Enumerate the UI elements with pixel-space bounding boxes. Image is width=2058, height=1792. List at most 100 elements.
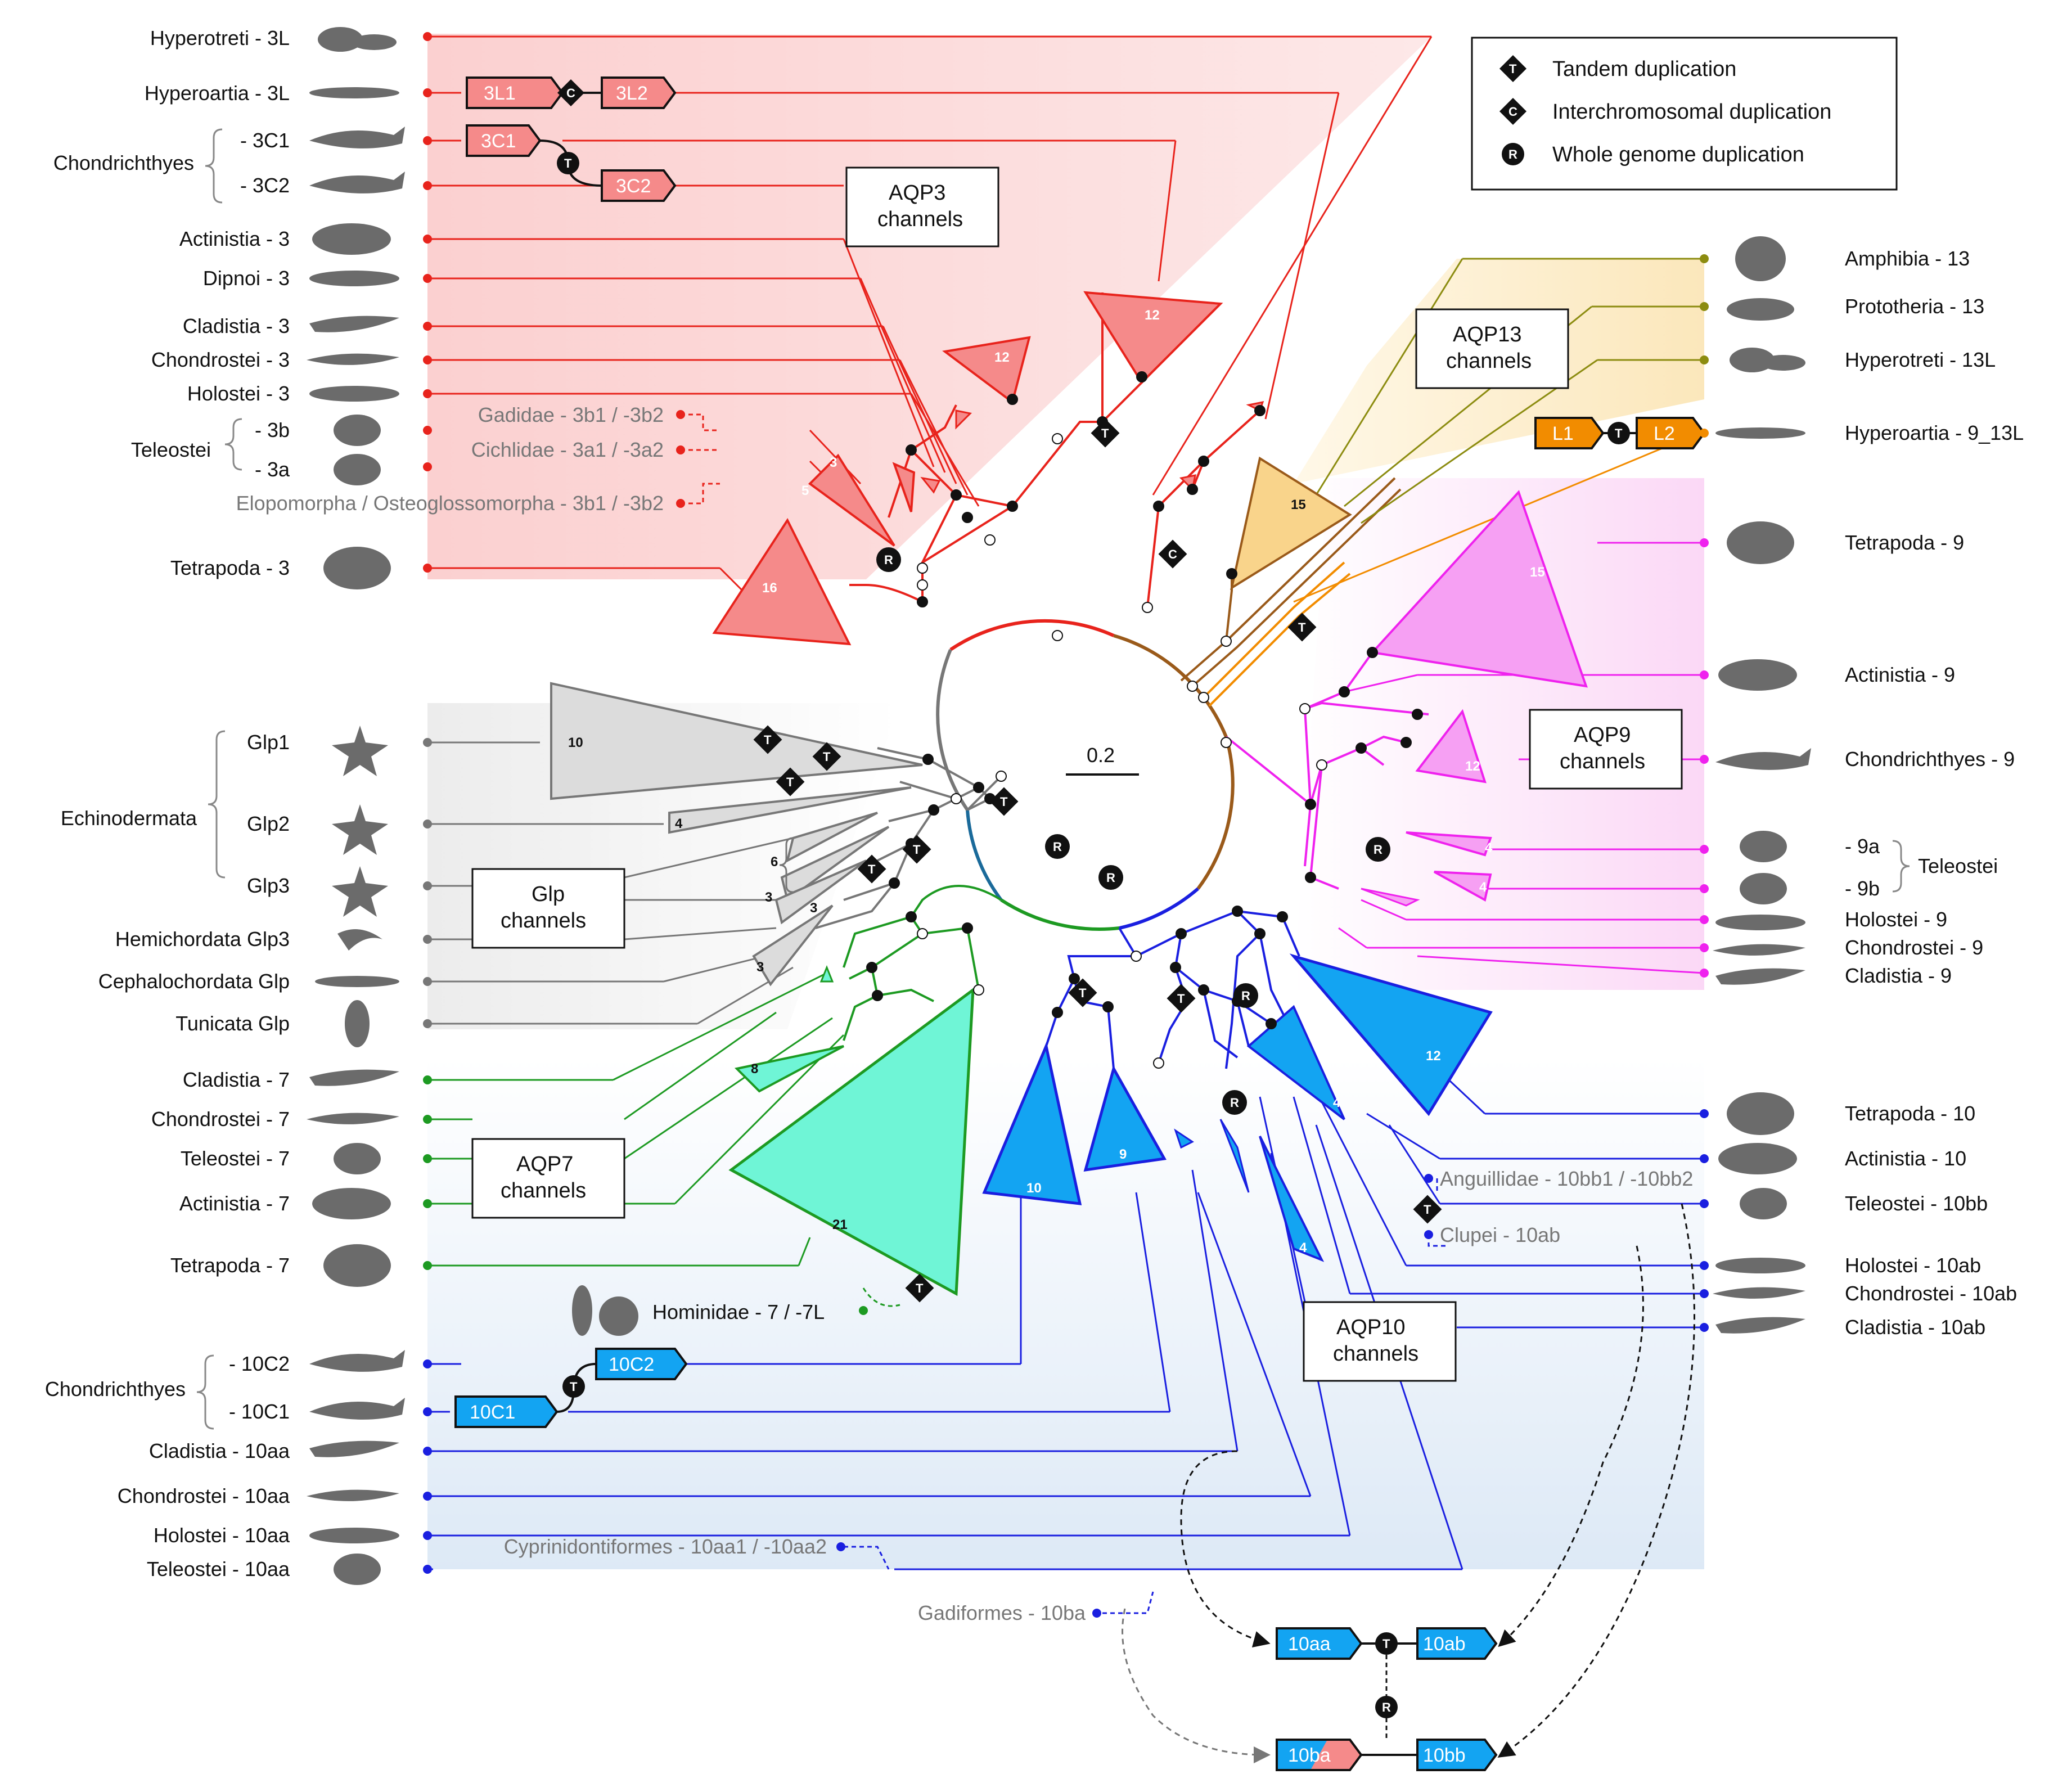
label-teleostei-10bb: Teleostei - 10bb: [1845, 1192, 1988, 1215]
svg-text:T: T: [1000, 795, 1008, 809]
hominid-icon: [572, 1285, 638, 1336]
tunicate-icon: [345, 1000, 370, 1047]
channel-label-aqp10: AQP10 channels: [1303, 1301, 1457, 1382]
svg-text:AQP13: AQP13: [1453, 323, 1522, 346]
svg-text:T: T: [823, 750, 831, 764]
glp-bracket: [779, 837, 794, 893]
mammal-icon: [323, 1244, 391, 1287]
shark-icon: [309, 172, 405, 193]
clade-count-3-glp-c: 3: [756, 960, 764, 975]
svg-text:10bb: 10bb: [1423, 1745, 1466, 1766]
svg-text:C: C: [1508, 105, 1517, 119]
animal-silhouettes: [307, 27, 1811, 1585]
svg-text:T: T: [1509, 62, 1517, 76]
svg-text:channels: channels: [501, 909, 586, 933]
bichir-icon: [1715, 1317, 1805, 1334]
shark-icon: [1715, 748, 1811, 770]
label-10c1: - 10C1: [229, 1400, 290, 1423]
label-hyperotreti-13l: Hyperotreti - 13L: [1845, 348, 1996, 371]
clade-count-3: 3: [830, 455, 837, 470]
hagfish-icon: [1730, 348, 1805, 372]
aqp7-tree: [843, 885, 1002, 1041]
sturgeon-icon: [1713, 1287, 1805, 1299]
tandem-badge: T: [902, 835, 931, 864]
svg-text:T: T: [1079, 986, 1087, 1000]
label-teleostei-7: Teleostei - 7: [181, 1147, 290, 1170]
wgd-badge: R: [1222, 1090, 1247, 1115]
left-endpoints: [423, 32, 1101, 1618]
legend: T Tandem duplication C Interchromosomal …: [1471, 37, 1898, 191]
node-markers: [866, 371, 1423, 1069]
sturgeon-icon: [307, 353, 399, 365]
clade-count-16: 16: [762, 580, 777, 596]
svg-text:R: R: [884, 553, 893, 567]
wgd-legend-icon: R: [1502, 143, 1524, 165]
label-gadidae: Gadidae - 3b1 / -3b2: [478, 403, 664, 426]
aqp7-connectors: [427, 972, 845, 1267]
tandem-badge: T: [1068, 978, 1097, 1007]
wgd-badge: R: [876, 547, 901, 572]
gene-tag-10bb: 10bb: [1416, 1739, 1498, 1771]
svg-text:10C1: 10C1: [470, 1402, 515, 1423]
gene-tag-3C2: 3C2: [601, 169, 677, 202]
label-holostei-3: Holostei - 3: [187, 382, 290, 405]
svg-text:10aa: 10aa: [1288, 1633, 1331, 1655]
label-chondrostei-7: Chondrostei - 7: [151, 1107, 290, 1131]
svg-text:channels: channels: [1333, 1342, 1418, 1366]
aqp13-clade: [1230, 456, 1352, 591]
clade-count-10-aqp10: 10: [1026, 1181, 1042, 1196]
clade-count-8: 8: [751, 1061, 758, 1077]
gar-icon: [309, 1528, 399, 1543]
teleost-icon: [1740, 831, 1787, 862]
svg-text:T: T: [1424, 1203, 1431, 1217]
label-teleostei-10aa: Teleostei - 10aa: [147, 1557, 290, 1581]
label-tetrapoda-9: Tetrapoda - 9: [1845, 531, 1964, 554]
svg-text:R: R: [1382, 1700, 1391, 1714]
glp-connectors: [427, 741, 794, 1025]
svg-text:T: T: [1177, 992, 1185, 1006]
label-gadiformes: Gadiformes - 10ba: [918, 1601, 1086, 1624]
label-3c1: - 3C1: [240, 129, 290, 152]
svg-text:T: T: [916, 1281, 924, 1295]
svg-text:Glp: Glp: [532, 883, 565, 906]
coelacanth-icon: [312, 223, 391, 255]
legend-tandem: Tandem duplication: [1552, 57, 1736, 81]
label-glp1: Glp1: [247, 731, 290, 754]
clade-count-3-glp-a: 3: [765, 890, 772, 905]
label-9a: - 9a: [1845, 835, 1880, 858]
tandem-badge: T: [812, 742, 841, 771]
channel-label-aqp7: AQP7 channels: [471, 1138, 625, 1219]
right-endpoints: [1424, 254, 1709, 1332]
clade-count-10-glp: 10: [568, 735, 583, 750]
wgd-badge: R: [1233, 983, 1258, 1008]
label-chondrichthyes-9: Chondrichthyes - 9: [1845, 748, 2015, 771]
label-chondrichthyes-10: Chondrichthyes: [45, 1377, 186, 1401]
lamprey-icon: [309, 87, 399, 98]
svg-text:T: T: [1101, 426, 1109, 440]
channel-label-aqp9: AQP9 channels: [1529, 709, 1683, 790]
teleost-icon: [334, 1554, 381, 1585]
gene-tag-L2: L2: [1636, 417, 1706, 449]
label-holostei-10ab: Holostei - 10ab: [1845, 1254, 1981, 1277]
svg-text:AQP10: AQP10: [1336, 1316, 1406, 1339]
svg-text:3C1: 3C1: [481, 130, 516, 152]
gene-tag-L1: L1: [1534, 417, 1605, 449]
clade-count-6-glp: 6: [771, 854, 778, 870]
label-elopomorpha: Elopomorpha / Osteoglossomorpha - 3b1 / …: [236, 492, 664, 515]
shark-icon: [309, 1398, 405, 1420]
gar-icon: [1715, 915, 1805, 930]
right-labels: Amphibia - 13 Prototheria - 13 Hyperotre…: [1845, 247, 2024, 1339]
legend-interchromosomal: Interchromosomal duplication: [1552, 100, 1831, 124]
coelacanth-icon: [1718, 659, 1797, 691]
grey-labels: Gadidae - 3b1 / -3b2 Cichlidae - 3a1 / -…: [236, 403, 1694, 1624]
label-cephalochordata: Cephalochordata Glp: [98, 970, 290, 993]
gene-tag-10ab: 10ab: [1416, 1627, 1498, 1660]
teleost-icon: [1740, 873, 1787, 904]
label-teleostei: Teleostei: [131, 438, 211, 461]
gar-icon: [309, 386, 399, 402]
mammal-icon: [1727, 1092, 1794, 1135]
svg-text:0.2: 0.2: [1087, 744, 1115, 767]
label-hyperoartia-3l: Hyperoartia - 3L: [145, 82, 290, 105]
tandem-badge: T: [1091, 418, 1120, 448]
channel-label-aqp13: AQP13 channels: [1415, 308, 1569, 389]
